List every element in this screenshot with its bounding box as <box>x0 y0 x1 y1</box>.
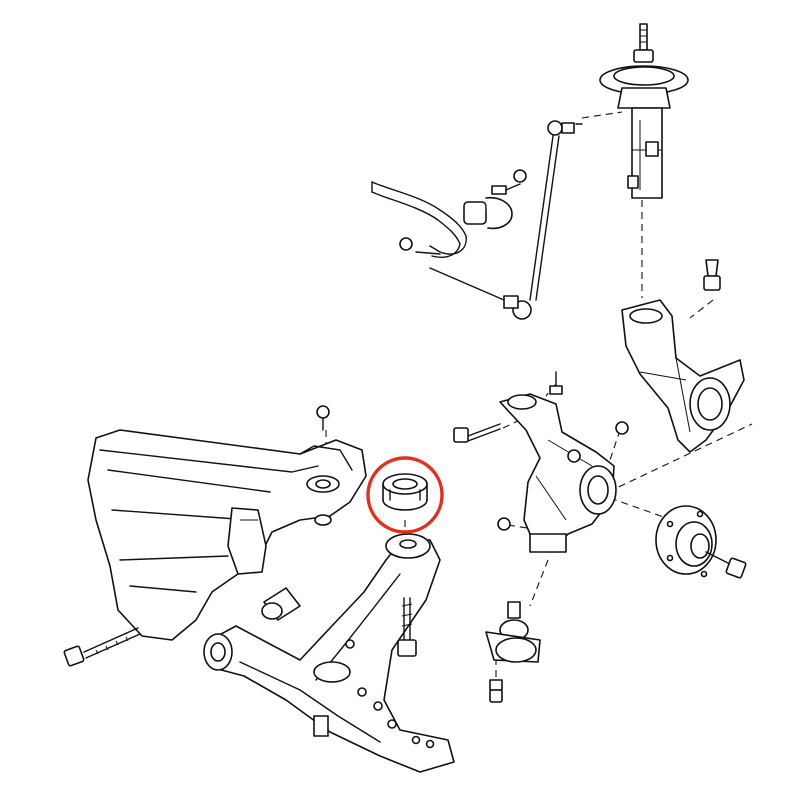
control-arm <box>203 533 455 773</box>
steering-knuckle <box>453 371 629 553</box>
wheel-bearing-housing-upper <box>621 259 745 453</box>
stabilizer-link <box>429 120 583 320</box>
strut-assembly <box>599 23 689 199</box>
wheel-hub <box>655 505 747 579</box>
highlighted-bushing <box>382 473 428 511</box>
stabilizer-bar <box>371 169 527 258</box>
subframe <box>63 405 367 667</box>
highlight-circle <box>366 456 444 534</box>
ball-joint <box>485 601 541 703</box>
